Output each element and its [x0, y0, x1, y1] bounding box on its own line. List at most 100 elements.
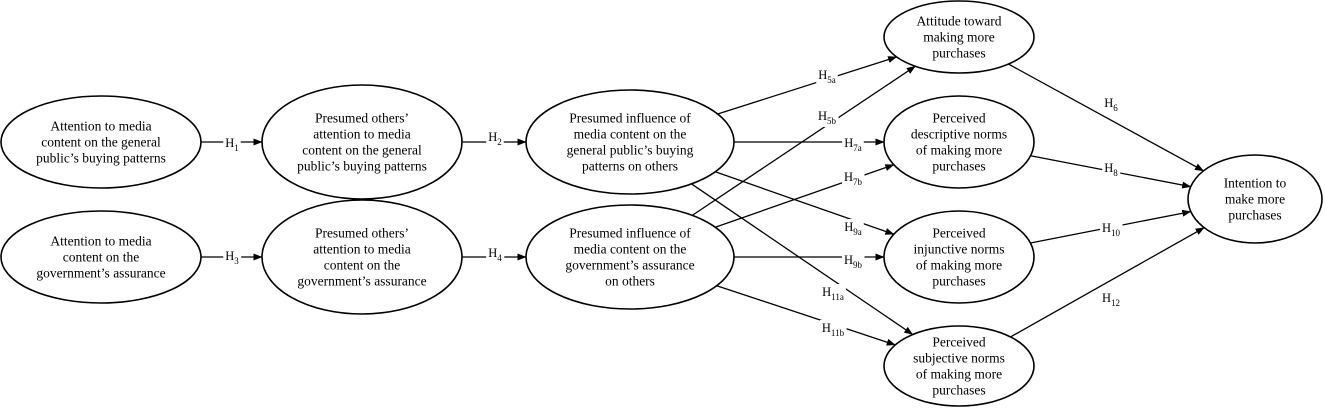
node-label-line: government’s assurance [565, 258, 694, 273]
edge-h5b: H5b [691, 65, 916, 216]
edge-arrow [716, 285, 896, 346]
edge-h9a: H9a [715, 171, 895, 238]
edge-label-h9b: H9b [844, 253, 863, 270]
node-label-line: descriptive norms [911, 127, 1007, 142]
edge-h7b: H7b [715, 164, 895, 228]
node-label-line: make more [1225, 192, 1285, 207]
node-label-line: of making more [916, 367, 1002, 382]
node-pres-att-public: Presumed others’attention to mediaconten… [261, 84, 463, 200]
node-label-line: Intention to [1224, 176, 1287, 191]
edge-label-background [223, 135, 241, 154]
edge-label-sub: 4 [497, 253, 502, 263]
edge-label-sub: 3 [234, 256, 239, 266]
node-ellipse [1187, 154, 1323, 244]
node-ellipse [0, 210, 202, 304]
node-label-line: purchases [1228, 208, 1281, 223]
node-ellipse [261, 199, 463, 315]
edge-h2: H2 [462, 129, 527, 148]
node-label-line: purchases [932, 46, 985, 61]
node-ellipse [525, 89, 735, 195]
node-label-line: of making more [916, 143, 1002, 158]
node-ellipse [0, 95, 202, 189]
edge-label-background [1102, 160, 1121, 179]
node-label-line: patterns on others [582, 159, 678, 174]
edge-h7a: H7a [734, 135, 885, 154]
node-ellipse [883, 325, 1035, 407]
node-ellipse [261, 84, 463, 200]
edge-label-main: H [818, 109, 827, 123]
edge-label-main: H [822, 321, 831, 335]
edge-label-h11a: H11a [822, 285, 844, 302]
edge-h5a: H5a [717, 56, 898, 115]
edge-arrow [717, 56, 898, 115]
edge-arrow [691, 65, 916, 216]
node-label-line: content on the [324, 258, 400, 273]
edge-label-sub: 7a [853, 143, 862, 153]
edge-label-background [842, 135, 864, 154]
edge-label-background [820, 284, 846, 303]
edge-label-background [223, 248, 242, 267]
edge-label-h1: H1 [225, 136, 239, 153]
node-label-line: injunctive norms [913, 242, 1004, 257]
edge-label-background [841, 169, 865, 188]
edge-label-h7b: H7b [844, 170, 863, 187]
node-label-line: public’s buying patterns [36, 151, 166, 166]
node-label-line: subjective norms [913, 351, 1005, 366]
edge-label-sub: 6 [1113, 103, 1118, 113]
node-label-line: Attention to media [50, 119, 151, 134]
edge-label-background [486, 129, 504, 148]
node-pres-att-gov: Presumed others’attention to mediaconten… [261, 199, 463, 315]
node-label-line: Perceived [932, 226, 985, 241]
edge-label-background [486, 245, 505, 264]
node-label-line: Presumed influence of [569, 111, 691, 126]
node-label-line: government’s assurance [297, 274, 426, 289]
edge-h12: H12 [1010, 227, 1205, 338]
edge-label-sub: 11a [831, 292, 844, 302]
edge-label-main: H [844, 220, 853, 234]
edge-label-sub: 5b [827, 116, 837, 126]
edge-arrow [715, 171, 895, 235]
edge-h10: H10 [1030, 209, 1192, 244]
edge-label-main: H [822, 285, 831, 299]
edge-h4: H4 [462, 245, 527, 264]
edge-label-sub: 2 [497, 137, 502, 147]
edge-label-h2: H2 [488, 130, 502, 147]
node-ellipse [883, 0, 1035, 74]
node-label-line: Presumed others’ [315, 111, 409, 126]
edge-label-main: H [225, 136, 234, 150]
edge-label-h3: H3 [225, 249, 239, 266]
edge-label-main: H [844, 253, 853, 267]
node-label-line: Attention to media [50, 234, 151, 249]
node-label-line: Perceived [932, 335, 985, 350]
node-label-line: Perceived [932, 111, 985, 126]
edge-arrow [691, 183, 914, 336]
node-ellipse [883, 210, 1035, 304]
node-label-line: on others [605, 274, 655, 289]
edge-label-h9a: H9a [844, 220, 862, 237]
node-label-line: general public’s buying [567, 143, 694, 158]
edge-label-h8: H8 [1104, 161, 1118, 178]
node-label-line: Presumed others’ [315, 226, 409, 241]
edge-label-h4: H4 [488, 246, 502, 263]
node-label-line: attention to media [313, 127, 410, 142]
node-label-line: purchases [932, 159, 985, 174]
edge-label-main: H [844, 136, 853, 150]
edge-h9b: H9b [734, 252, 885, 271]
edge-label-main: H [1104, 96, 1113, 110]
edge-label-background [842, 219, 864, 238]
edge-label-main: H [818, 68, 827, 82]
node-label-line: Attitude toward [916, 14, 1001, 29]
node-label-line: Presumed influence of [569, 226, 691, 241]
edge-h6: H6 [1008, 63, 1204, 172]
edge-label-sub: 7b [853, 177, 863, 187]
edge-label-main: H [1102, 291, 1111, 305]
node-label-line: of making more [916, 258, 1002, 273]
edge-h11a: H11a [691, 183, 914, 336]
